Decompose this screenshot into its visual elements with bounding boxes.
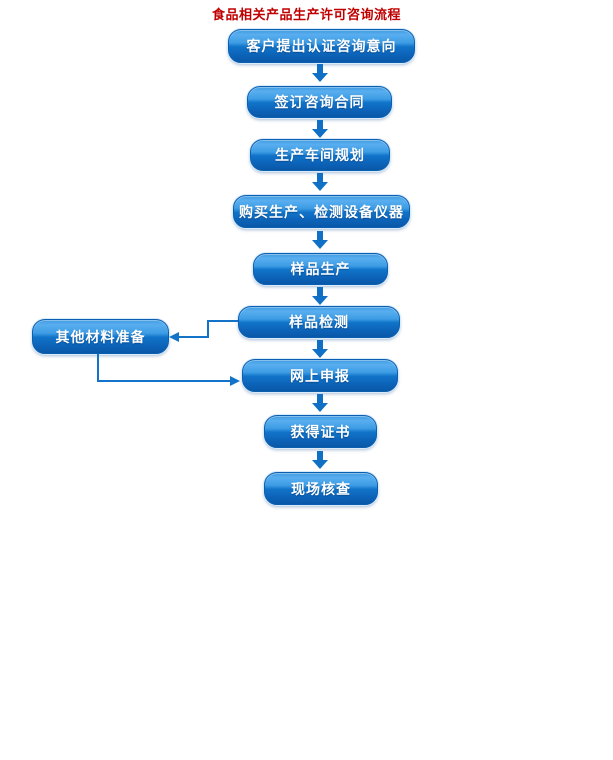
- flow-step-purchase-equipment: 购买生产、检测设备仪器: [233, 195, 410, 228]
- flow-step-label: 样品检测: [289, 315, 349, 331]
- flow-step-label: 获得证书: [290, 424, 351, 441]
- flow-step-onsite-verification: 现场核查: [264, 472, 378, 505]
- down-arrow-icon: [312, 173, 328, 191]
- down-arrow-icon: [312, 231, 328, 249]
- flow-step-label: 购买生产、检测设备仪器: [239, 204, 404, 221]
- down-arrow-icon: [312, 64, 328, 82]
- flow-step-online-declaration: 网上申报: [242, 359, 398, 392]
- connector-line-testing-to-materials: [207, 320, 209, 338]
- down-arrow-icon: [312, 120, 328, 138]
- down-arrow-icon: [312, 451, 328, 469]
- connector-line-testing-to-materials: [207, 320, 238, 322]
- flow-step-label: 客户提出认证咨询意向: [246, 39, 397, 55]
- flow-step-label: 现场核查: [291, 481, 351, 498]
- flow-step-sample-production: 样品生产: [253, 253, 388, 285]
- flow-step-other-materials: 其他材料准备: [32, 319, 169, 354]
- arrowhead-left-icon: [169, 332, 179, 342]
- flow-step-sign-contract: 签订咨询合同: [247, 86, 392, 118]
- down-arrow-icon: [312, 287, 328, 305]
- flow-step-label: 样品生产: [290, 262, 351, 278]
- down-arrow-icon: [312, 340, 328, 358]
- flow-step-label: 签订咨询合同: [274, 95, 365, 111]
- flow-step-customer-intent: 客户提出认证咨询意向: [228, 29, 415, 63]
- page-title: 食品相关产品生产许可咨询流程: [211, 8, 401, 23]
- flow-step-obtain-certificate: 获得证书: [264, 415, 377, 448]
- connector-line-materials-to-declaration: [97, 354, 99, 381]
- flow-step-sample-testing: 样品检测: [238, 306, 400, 338]
- down-arrow-icon: [312, 394, 328, 412]
- flow-step-workshop-planning: 生产车间规划: [250, 139, 390, 171]
- arrowhead-right-icon: [230, 376, 240, 386]
- connector-line-testing-to-materials: [179, 336, 209, 338]
- flow-step-label: 网上申报: [290, 368, 350, 385]
- flow-step-label: 其他材料准备: [55, 329, 146, 346]
- connector-line-materials-to-declaration: [97, 380, 230, 382]
- flow-step-label: 生产车间规划: [275, 148, 365, 164]
